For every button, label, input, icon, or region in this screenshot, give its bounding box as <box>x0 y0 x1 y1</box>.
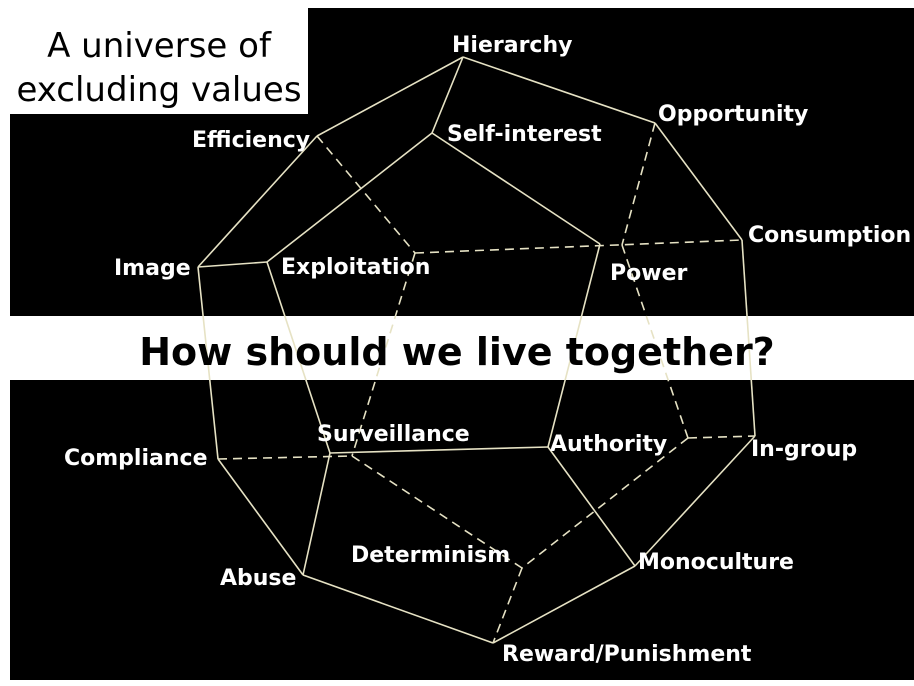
node-authority: Authority <box>550 432 668 457</box>
hidden-edge <box>217 455 353 460</box>
node-reward-punishment: Reward/Punishment <box>502 642 752 667</box>
title-line: A universe of <box>47 26 271 66</box>
edge <box>431 56 464 134</box>
edge <box>547 446 636 567</box>
edge <box>266 132 433 263</box>
edge <box>329 446 549 454</box>
title-line: excluding values <box>16 70 302 110</box>
edge <box>492 565 636 644</box>
front-edges <box>197 56 756 644</box>
edge <box>431 132 601 245</box>
node-determinism: Determinism <box>351 543 511 568</box>
node-opportunity: Opportunity <box>658 102 809 127</box>
hidden-edge <box>621 244 689 439</box>
hidden-edge <box>492 567 523 644</box>
node-abuse: Abuse <box>220 566 297 591</box>
edge <box>197 135 318 268</box>
edge <box>302 452 331 576</box>
edge <box>197 261 268 268</box>
edge <box>741 239 756 437</box>
edge <box>266 261 331 454</box>
edge <box>302 574 494 644</box>
hidden-edge <box>521 437 689 569</box>
bottom-black-panel <box>10 380 914 680</box>
hidden-edge <box>351 455 523 569</box>
node-compliance: Compliance <box>64 446 208 471</box>
node-power: Power <box>610 261 688 286</box>
central-question: How should we live together? <box>139 330 775 374</box>
node-exploitation: Exploitation <box>281 255 431 280</box>
hidden-edge <box>414 239 743 254</box>
node-image: Image <box>114 256 191 281</box>
hidden-edge <box>316 135 416 254</box>
edge <box>462 56 656 124</box>
node-self-interest: Self-interest <box>447 122 602 147</box>
edge <box>547 243 601 448</box>
hidden-edge <box>621 122 656 246</box>
node-surveillance: Surveillance <box>317 422 470 447</box>
hidden-edge <box>687 435 756 439</box>
edge <box>654 122 743 241</box>
hidden-edge <box>351 252 416 457</box>
node-efficiency: Efficiency <box>192 128 311 153</box>
node-hierarchy: Hierarchy <box>452 33 573 58</box>
node-monoculture: Monoculture <box>638 550 794 575</box>
node-consumption: Consumption <box>748 223 912 248</box>
title-box: A universe of excluding values <box>10 8 308 114</box>
node-in-group: In-group <box>751 437 858 462</box>
edge <box>634 435 756 567</box>
edge <box>316 56 464 137</box>
edge <box>197 266 219 460</box>
edge <box>217 458 304 576</box>
back-edges <box>217 122 756 644</box>
